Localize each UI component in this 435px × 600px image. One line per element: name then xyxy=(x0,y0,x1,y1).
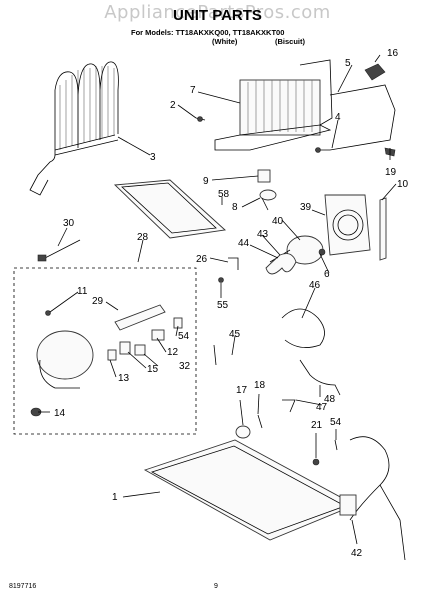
callout-29: 29 xyxy=(92,296,104,307)
callout-2: 2 xyxy=(170,100,176,111)
callout-30: 30 xyxy=(63,218,75,229)
callout-26: 26 xyxy=(196,254,208,265)
callout-5: 5 xyxy=(345,58,351,69)
callout-55: 55 xyxy=(217,300,229,311)
part-21-nut[interactable] xyxy=(312,458,320,466)
part-2-screw[interactable] xyxy=(195,116,206,122)
part-18-bolt[interactable] xyxy=(257,414,263,429)
callout-28: 28 xyxy=(137,232,149,243)
callout-54a: 54 xyxy=(178,331,190,342)
callout-9: 9 xyxy=(203,176,209,187)
models-line: For Models: TT18AKXKQ00, TT18AKXKT00 xyxy=(131,28,285,37)
watermark: AppliancePartsPros.com xyxy=(104,2,331,23)
part-39-fan-shroud[interactable] xyxy=(324,194,371,256)
page-number: 9 xyxy=(214,583,218,590)
callout-6: 6 xyxy=(324,269,330,280)
callout-54b: 54 xyxy=(330,417,342,428)
part-58-drain-pan[interactable] xyxy=(113,179,227,239)
part-13-overload[interactable] xyxy=(107,349,117,361)
callout-40: 40 xyxy=(272,216,284,227)
compressor[interactable] xyxy=(36,330,94,389)
callout-43: 43 xyxy=(257,229,269,240)
callout-1: 1 xyxy=(112,492,118,503)
callout-18: 18 xyxy=(254,380,266,391)
callout-47: 47 xyxy=(316,402,328,413)
part-48-tube[interactable] xyxy=(282,399,296,413)
callout-21: 21 xyxy=(311,420,323,431)
part-44-fan-blade[interactable] xyxy=(265,253,297,275)
callout-58: 58 xyxy=(218,189,230,200)
callout-4: 4 xyxy=(335,112,341,123)
part-30-power-cord[interactable] xyxy=(37,239,81,262)
part-29-capacitor[interactable] xyxy=(114,304,166,331)
callout-12: 12 xyxy=(167,347,179,358)
callout-7: 7 xyxy=(190,85,196,96)
part-8-thermostat[interactable] xyxy=(259,189,277,211)
part-6-nut[interactable] xyxy=(318,248,326,256)
callout-17: 17 xyxy=(236,385,248,396)
part-47-discharge-line[interactable] xyxy=(299,359,341,396)
callout-45: 45 xyxy=(229,329,241,340)
part-1-base-pan[interactable] xyxy=(143,439,357,541)
callout-39: 39 xyxy=(300,202,312,213)
variant-white: (White) xyxy=(212,37,238,46)
callout-13: 13 xyxy=(118,373,130,384)
part-17-bumper[interactable] xyxy=(235,425,251,439)
variant-biscuit: (Biscuit) xyxy=(275,37,305,46)
part-45-tube[interactable] xyxy=(213,344,217,366)
callout-14: 14 xyxy=(54,408,66,419)
callout-11: 11 xyxy=(77,286,88,297)
callout-10: 10 xyxy=(397,179,409,190)
leader-lines xyxy=(38,54,397,545)
callout-labels: 16 5 7 2 3 4 9 19 10 58 8 39 40 43 44 6 … xyxy=(54,48,409,559)
callout-19: 19 xyxy=(385,167,397,178)
callout-48: 48 xyxy=(324,394,336,405)
callout-44: 44 xyxy=(238,238,250,249)
part-32-clip[interactable] xyxy=(151,329,165,341)
callout-15: 15 xyxy=(147,364,159,375)
part-15-cover[interactable] xyxy=(119,341,131,355)
callout-32: 32 xyxy=(179,361,191,372)
part-26-bracket[interactable] xyxy=(228,257,239,270)
part-evaporator-assembly[interactable] xyxy=(214,59,333,151)
callout-8: 8 xyxy=(232,202,238,213)
part-46-suction-line[interactable] xyxy=(281,308,325,348)
part-55-screw[interactable] xyxy=(218,277,224,283)
callout-3: 3 xyxy=(150,152,156,163)
part-4-wire[interactable] xyxy=(315,84,396,153)
part-9-clip[interactable] xyxy=(257,169,271,183)
part-12-relay[interactable] xyxy=(134,344,146,356)
page-title: UNIT PARTS xyxy=(173,7,262,24)
callout-42: 42 xyxy=(351,548,363,559)
doc-number: 8197716 xyxy=(9,583,37,590)
part-11-screw[interactable] xyxy=(45,310,51,316)
callout-46: 46 xyxy=(309,280,321,291)
part-42-wire-harness[interactable] xyxy=(339,436,406,561)
part-28-compressor-kit-box[interactable] xyxy=(13,267,197,435)
callout-16: 16 xyxy=(387,48,399,59)
part-16-cap[interactable] xyxy=(364,63,386,81)
part-condenser-coil[interactable] xyxy=(29,61,119,196)
part-10-bracket[interactable] xyxy=(379,197,387,261)
part-54-screw[interactable] xyxy=(334,439,338,451)
